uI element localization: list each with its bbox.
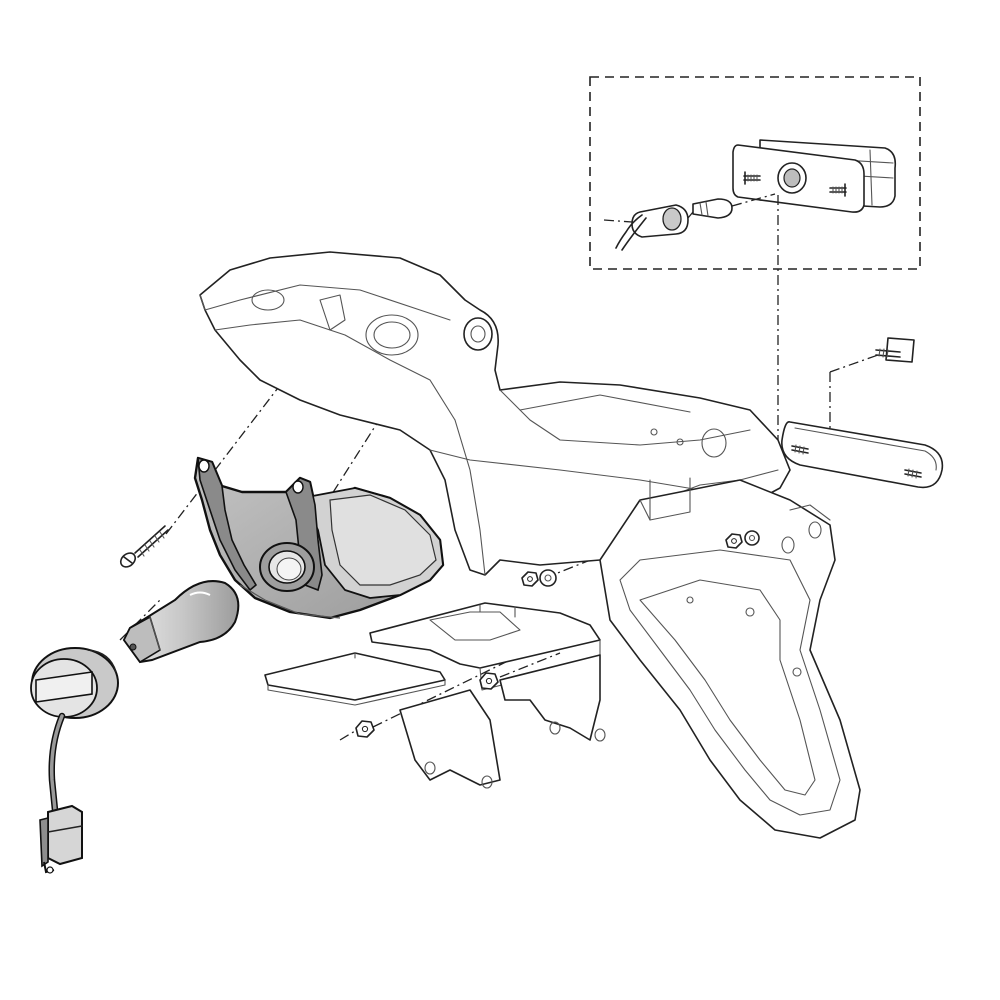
nut bbox=[521, 571, 539, 587]
license-plate-bracket bbox=[599, 477, 861, 839]
stud bbox=[904, 468, 922, 479]
bulb-socket-with-wire bbox=[30, 647, 119, 814]
detail-box bbox=[589, 76, 921, 270]
license-light-lens bbox=[781, 421, 944, 489]
screw bbox=[119, 525, 169, 568]
stud bbox=[829, 183, 847, 197]
washer bbox=[539, 569, 557, 587]
small-bulb bbox=[692, 198, 733, 219]
nut bbox=[479, 672, 499, 690]
stud bbox=[743, 171, 761, 185]
mounting-plate bbox=[264, 652, 501, 789]
bulb bbox=[122, 580, 240, 664]
washer bbox=[744, 530, 760, 546]
connector bbox=[39, 804, 83, 874]
small-socket bbox=[615, 204, 689, 251]
nut bbox=[725, 533, 743, 549]
rear-subframe bbox=[199, 251, 791, 576]
tail-light-housing bbox=[193, 456, 445, 620]
stud bbox=[875, 337, 915, 363]
mounting-plate bbox=[369, 602, 606, 742]
nut bbox=[355, 720, 375, 738]
stud bbox=[791, 444, 809, 455]
license-light-assembly bbox=[732, 139, 897, 213]
